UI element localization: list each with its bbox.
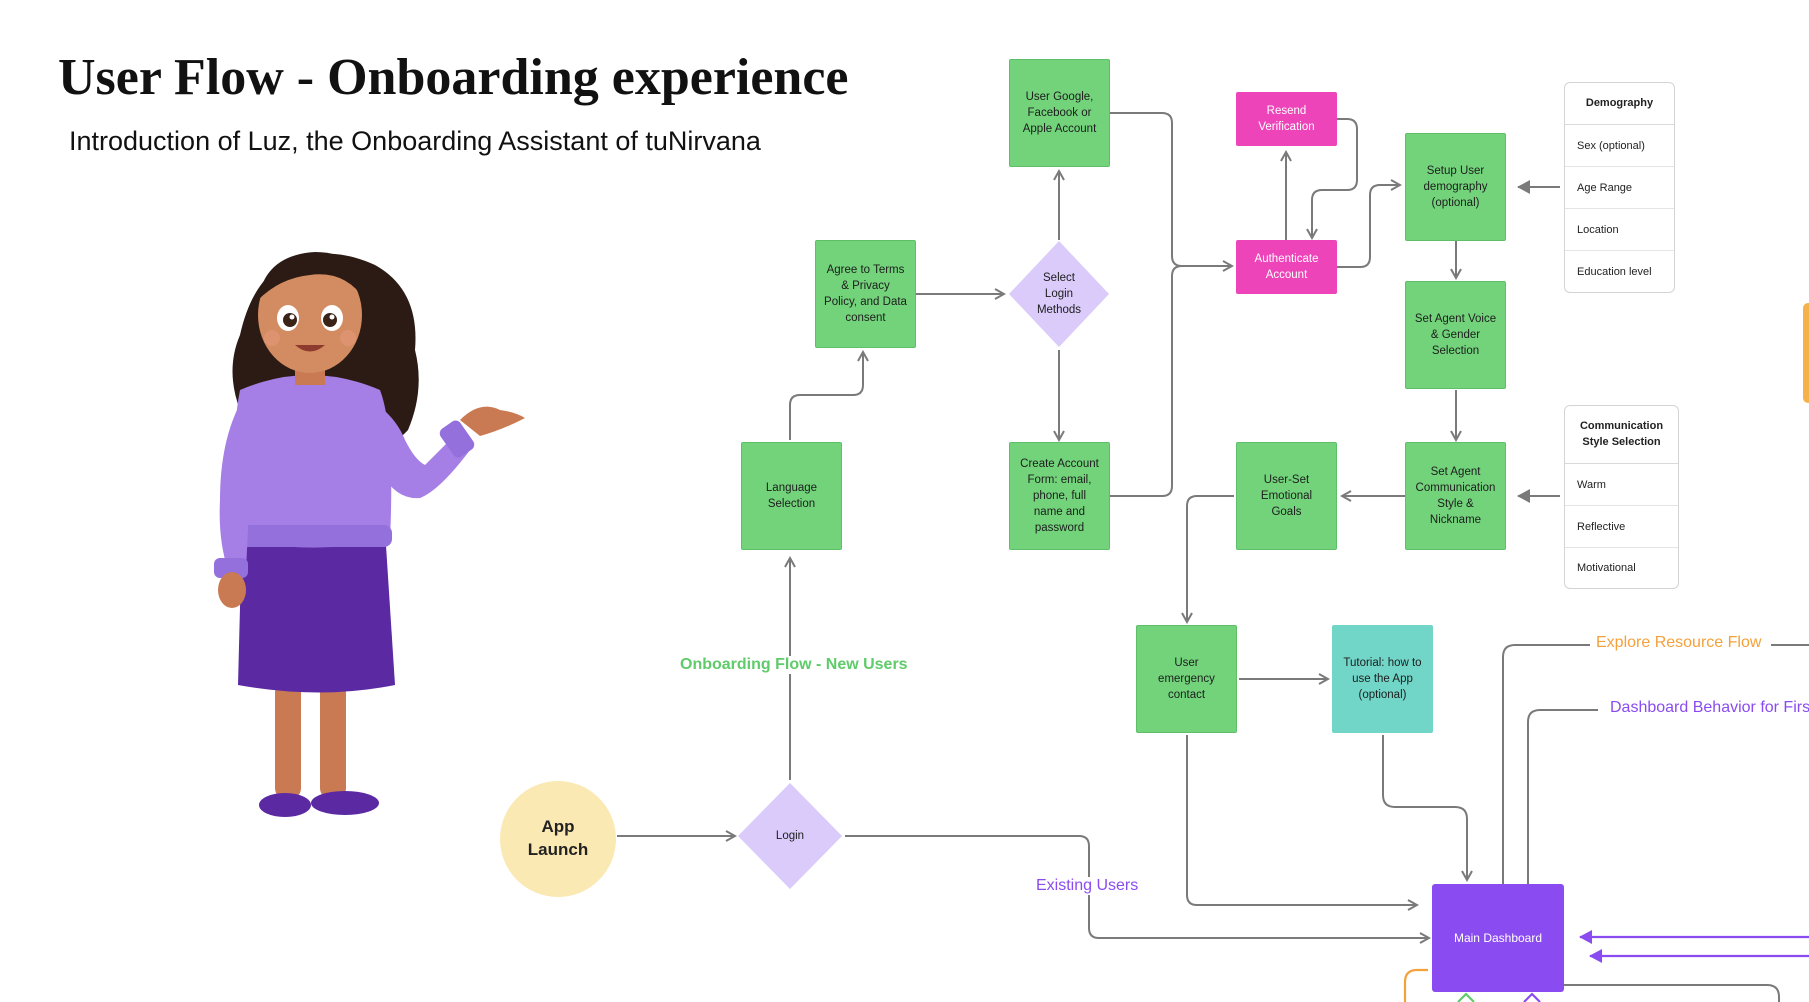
connector-tutorial-dashboard (1382, 735, 1467, 880)
connector-purple-bottom (1523, 992, 1541, 1002)
node-authenticate-account[interactable]: Authenticate Account (1236, 240, 1337, 294)
node-setup-demography[interactable]: Setup User demography (optional) (1405, 133, 1506, 241)
side-panel-tab[interactable] (1803, 303, 1809, 403)
connector-goals-emergency (1187, 495, 1234, 622)
connector-dashboard-explore (1502, 644, 1590, 884)
demography-row-location[interactable]: Location (1565, 209, 1674, 251)
node-tutorial[interactable]: Tutorial: how to use the App (optional) (1332, 625, 1433, 733)
node-language-selection[interactable]: Language Selection (741, 442, 842, 550)
connector-dashboard-behavior (1527, 709, 1598, 884)
flow-label-onboarding: Onboarding Flow - New Users (676, 656, 912, 674)
flow-label-explore-resource[interactable]: Explore Resource Flow (1592, 634, 1766, 652)
node-login-shape (738, 783, 842, 889)
demography-row-sex[interactable]: Sex (optional) (1565, 125, 1674, 167)
node-social-account[interactable]: User Google, Facebook or Apple Account (1009, 59, 1110, 167)
connector-resend-auth (1312, 118, 1358, 238)
communication-row-motivational[interactable]: Motivational (1577, 562, 1636, 574)
node-main-dashboard[interactable]: Main Dashboard (1432, 884, 1564, 992)
node-login-label: Login (775, 829, 805, 842)
connector-orange-bottom (1403, 968, 1428, 1002)
connector-language-terms (789, 352, 863, 440)
demography-table: Demography Sex (optional) Age Range Loca… (1564, 82, 1675, 293)
connector-emergency-dashboard (1186, 735, 1417, 905)
page-title: User Flow - Onboarding experience (58, 49, 849, 106)
node-agree-terms[interactable]: Agree to Terms & Privacy Policy, and Dat… (815, 240, 916, 348)
communication-row-warm[interactable]: Warm (1565, 464, 1678, 506)
demography-row-age[interactable]: Age Range (1565, 167, 1674, 209)
node-login[interactable]: Login (736, 781, 844, 891)
node-emergency-contact[interactable]: User emergency contact (1136, 625, 1237, 733)
demography-row-education[interactable]: Education level (1577, 265, 1652, 278)
flow-label-existing-users: Existing Users (1032, 877, 1143, 895)
page-subtitle: Introduction of Luz, the Onboarding Assi… (69, 126, 761, 156)
connector-right-in-2 (1564, 984, 1780, 1002)
node-select-login[interactable]: Select Login Methods (1007, 239, 1111, 349)
communication-style-table: Communication Style Selection Warm Refle… (1564, 405, 1679, 589)
demography-table-header: Demography (1565, 83, 1674, 125)
node-create-account[interactable]: Create Account Form: email, phone, full … (1009, 442, 1110, 550)
connector-create-auth (1110, 265, 1183, 497)
node-resend-verification[interactable]: Resend Verification (1236, 92, 1337, 146)
connector-green-bottom (1457, 992, 1475, 1002)
communication-row-reflective[interactable]: Reflective (1565, 506, 1678, 548)
communication-table-header: Communication Style Selection (1565, 406, 1678, 464)
flow-label-dashboard-behavior[interactable]: Dashboard Behavior for Firs (1606, 699, 1809, 717)
luz-character-illustration (214, 252, 525, 817)
node-emotional-goals[interactable]: User-Set Emotional Goals (1236, 442, 1337, 550)
node-app-launch[interactable]: App Launch (500, 781, 616, 897)
connector-auth-demography (1337, 185, 1400, 268)
node-select-login-label: Select Login Methods (1036, 271, 1082, 317)
node-agent-communication[interactable]: Set Agent Communication Style & Nickname (1405, 442, 1506, 550)
node-agent-voice[interactable]: Set Agent Voice & Gender Selection (1405, 281, 1506, 389)
connector-social-auth (1110, 112, 1232, 266)
node-select-login-shape (1009, 241, 1109, 347)
